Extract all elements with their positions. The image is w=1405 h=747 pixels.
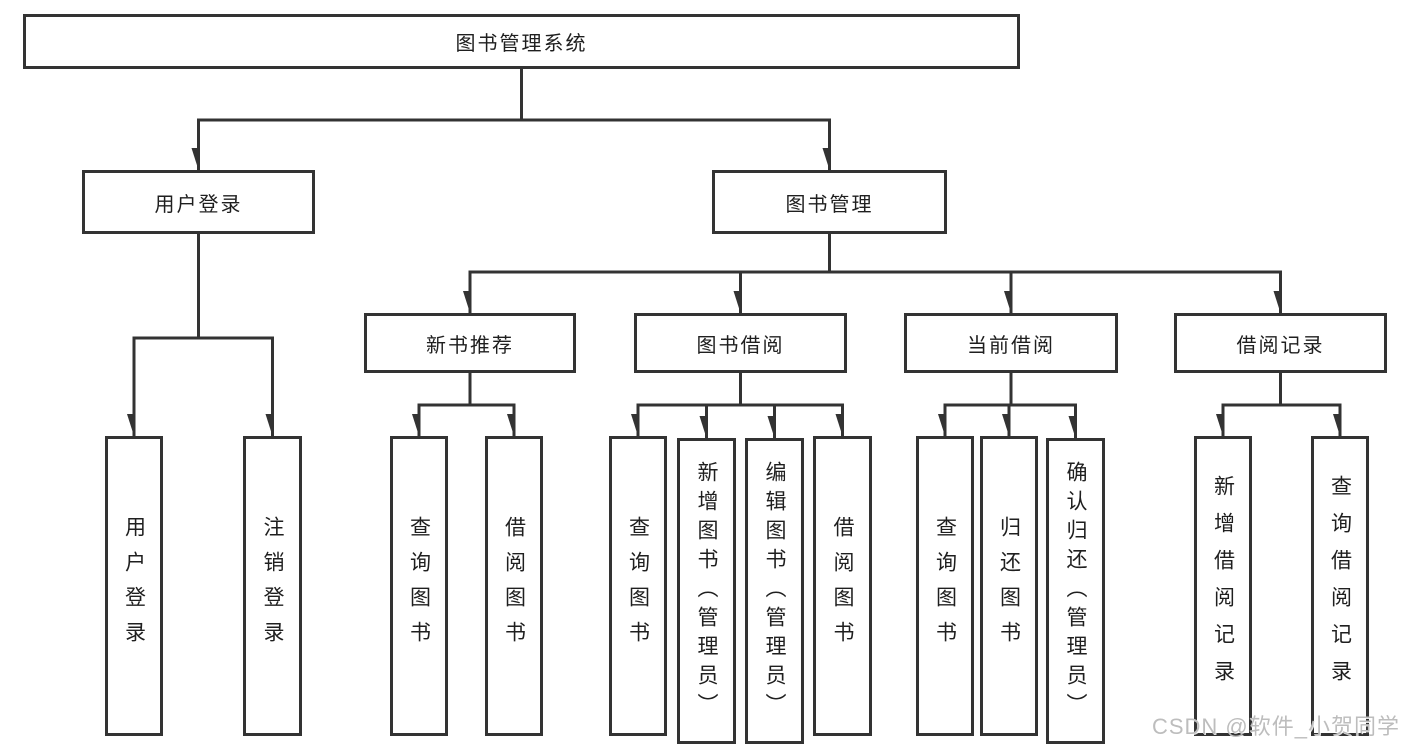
node-logout-leaf: 注销登录 xyxy=(243,436,302,736)
node-borrow-books-under-borrowing: 借阅图书 xyxy=(813,436,872,736)
node-library-management-system: 图书管理系统 xyxy=(23,14,1020,69)
node-edit-books-admin: 编辑图书（管理员） xyxy=(745,438,804,744)
node-query-books-under-current: 查询图书 xyxy=(916,436,974,736)
node-add-borrow-record: 新增借阅记录 xyxy=(1194,436,1252,736)
node-user-login-leaf: 用户登录 xyxy=(105,436,163,736)
node-label: 查询借阅记录 xyxy=(1328,475,1352,697)
node-label: 查询图书 xyxy=(933,516,957,656)
node-add-books-admin: 新增图书（管理员） xyxy=(677,438,736,744)
node-label: 注销登录 xyxy=(261,516,284,656)
node-borrow-books-under-recommend: 借阅图书 xyxy=(485,436,543,736)
node-book-borrowing: 图书借阅 xyxy=(634,313,847,373)
node-book-management: 图书管理 xyxy=(712,170,947,234)
node-query-borrow-record: 查询借阅记录 xyxy=(1311,436,1369,736)
node-label: 图书借阅 xyxy=(696,334,785,357)
node-label: 新书推荐 xyxy=(426,334,514,357)
node-label: 编辑图书（管理员） xyxy=(763,460,786,722)
node-label: 查询图书 xyxy=(626,516,650,656)
node-label: 用户登录 xyxy=(122,516,146,656)
node-label: 用户登录 xyxy=(154,193,243,216)
node-return-books: 归还图书 xyxy=(980,436,1038,736)
node-confirm-return-admin: 确认归还（管理员） xyxy=(1046,438,1105,744)
node-label: 借阅记录 xyxy=(1236,334,1325,357)
node-query-books-under-borrowing: 查询图书 xyxy=(609,436,667,736)
node-query-books-under-recommend: 查询图书 xyxy=(390,436,448,736)
node-label: 借阅图书 xyxy=(502,516,526,656)
node-label: 借阅图书 xyxy=(831,516,854,656)
node-label: 查询图书 xyxy=(407,516,431,656)
node-label: 图书管理系统 xyxy=(455,33,588,55)
node-label: 归还图书 xyxy=(997,516,1021,656)
node-label: 确认归还（管理员） xyxy=(1064,460,1087,722)
node-label: 当前借阅 xyxy=(967,334,1055,357)
node-new-book-recommend: 新书推荐 xyxy=(364,313,576,373)
node-label: 新增图书（管理员） xyxy=(695,460,718,722)
node-borrowing-records: 借阅记录 xyxy=(1174,313,1387,373)
node-label: 新增借阅记录 xyxy=(1211,475,1235,697)
csdn-watermark: CSDN @软件_小贺同学 xyxy=(1151,714,1400,739)
node-label: 图书管理 xyxy=(785,193,874,216)
node-current-borrowing: 当前借阅 xyxy=(904,313,1118,373)
node-user-login: 用户登录 xyxy=(82,170,315,234)
